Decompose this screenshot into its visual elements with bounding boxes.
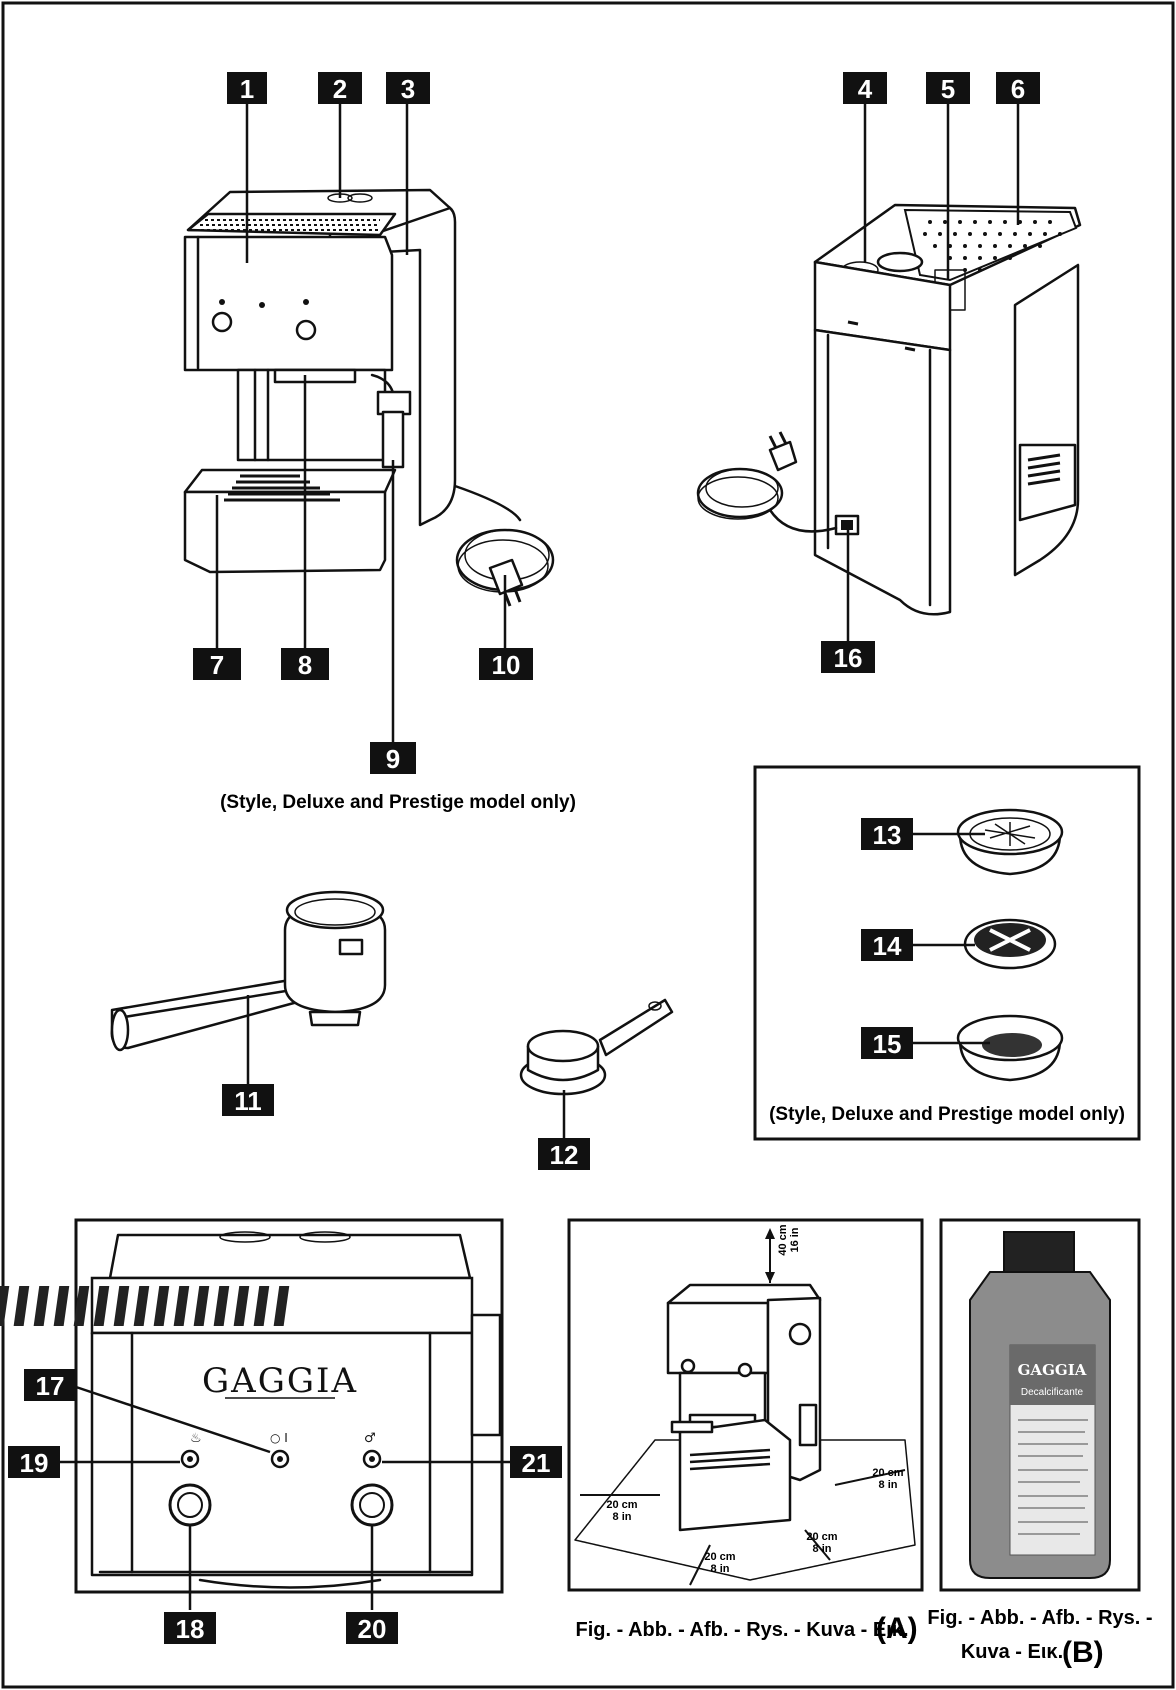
callout-18: 18 (164, 1612, 216, 1644)
callout-16: 16 (821, 641, 875, 673)
coffee-symbol-icon: ♂ (364, 1431, 376, 1446)
svg-text:18: 18 (176, 1614, 205, 1644)
callout-1: 1 (227, 72, 267, 104)
fig-a-letter: (A) (876, 1612, 918, 1645)
callout-10: 10 (479, 648, 533, 680)
svg-text:8 in: 8 in (813, 1543, 832, 1555)
svg-text:3: 3 (401, 74, 415, 104)
callout-11: 11 (222, 1084, 274, 1116)
callout-21: 21 (510, 1446, 562, 1478)
svg-text:8 in: 8 in (613, 1511, 632, 1523)
callout-8: 8 (281, 648, 329, 680)
callout-19: 19 (8, 1446, 60, 1478)
callout-5: 5 (926, 72, 970, 104)
svg-text:21: 21 (522, 1448, 551, 1478)
steam-symbol-icon: ♨ (190, 1431, 202, 1446)
svg-text:15: 15 (873, 1029, 902, 1059)
svg-text:19: 19 (20, 1448, 49, 1478)
callout-13: 13 (861, 818, 913, 850)
callout-15: 15 (861, 1027, 913, 1059)
fig-a-caption: Fig. - Abb. - Afb. - Rys. - Kuva - Εικ. (576, 1619, 909, 1641)
bottle-product: Decalcificante (1021, 1387, 1084, 1398)
power-symbol-icon: ○ I (270, 1431, 288, 1445)
callout-7: 7 (193, 648, 241, 680)
gaggia-logo: GAGGIA (202, 1361, 358, 1401)
svg-text:7: 7 (210, 650, 224, 680)
callout-20: 20 (346, 1612, 398, 1644)
callout-tags: 1 2 3 4 5 6 7 8 10 16 9 (193, 72, 1040, 774)
svg-text:16 in: 16 in (789, 1227, 801, 1252)
callout-lines-rear (846, 103, 1020, 645)
callout-17: 17 (24, 1369, 76, 1401)
svg-text:5: 5 (941, 74, 955, 104)
svg-text:16: 16 (834, 643, 863, 673)
filter-15-double-cup (885, 1014, 1064, 1082)
callout-9: 9 (370, 742, 416, 774)
filter-13-single-cup (885, 808, 1064, 876)
svg-text:4: 4 (858, 74, 873, 104)
svg-text:8 in: 8 in (879, 1479, 898, 1491)
svg-text:8 in: 8 in (711, 1563, 730, 1575)
svg-text:12: 12 (550, 1140, 579, 1170)
filters-panel (753, 765, 1141, 1141)
callout-lines-front (215, 103, 507, 745)
fig-a-clearance: 40 cm 16 in 20 cm 8 in 20 cm 8 in 20 cm … (567, 1218, 924, 1592)
fig-b-caption-line2: Kuva - Εικ. (961, 1641, 1063, 1663)
control-panel-closeup: GAGGIA ♨ ○ I ♂ (0, 1218, 510, 1610)
fig-b-caption-line1: Fig. - Abb. - Afb. - Rys. - (927, 1607, 1152, 1629)
machine-rear-view (696, 203, 1082, 616)
svg-text:2: 2 (333, 74, 347, 104)
callout-3: 3 (386, 72, 430, 104)
portafilter-handle (110, 890, 387, 1088)
svg-text:13: 13 (873, 820, 902, 850)
callout-14: 14 (861, 929, 913, 961)
svg-text:8: 8 (298, 650, 312, 680)
callout-6: 6 (996, 72, 1040, 104)
measuring-scoop (519, 998, 674, 1142)
svg-text:20 cm: 20 cm (872, 1467, 903, 1479)
svg-text:20: 20 (358, 1614, 387, 1644)
callout-4: 4 (843, 72, 887, 104)
callout-2: 2 (318, 72, 362, 104)
svg-text:14: 14 (873, 931, 902, 961)
svg-text:40 cm: 40 cm (777, 1224, 789, 1255)
svg-text:17: 17 (36, 1371, 65, 1401)
svg-text:20 cm: 20 cm (806, 1531, 837, 1543)
fig-b-letter: (B) (1062, 1636, 1104, 1669)
svg-text:20 cm: 20 cm (606, 1499, 637, 1511)
machine-front-view (183, 188, 555, 607)
svg-text:1: 1 (240, 74, 254, 104)
model-note-filters: (Style, Deluxe and Prestige model only) (769, 1104, 1125, 1125)
svg-text:11: 11 (234, 1086, 262, 1116)
svg-text:6: 6 (1011, 74, 1025, 104)
filter-14-insert (885, 918, 1057, 970)
model-note-main: (Style, Deluxe and Prestige model only) (220, 792, 576, 813)
bottle-brand: GAGGIA (1018, 1361, 1087, 1379)
svg-text:10: 10 (492, 650, 521, 680)
svg-text:20 cm: 20 cm (704, 1551, 735, 1563)
fig-b-descaler-bottle: GAGGIA Decalcificante (939, 1218, 1141, 1592)
svg-text:9: 9 (386, 744, 400, 774)
callout-12: 12 (538, 1138, 590, 1170)
